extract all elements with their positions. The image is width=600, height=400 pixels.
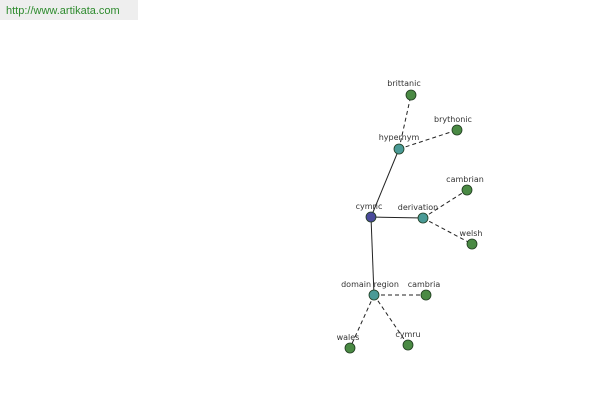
node-dot-hypernym[interactable]	[393, 143, 405, 155]
node-brittanic[interactable]: brittanic	[387, 79, 421, 101]
node-cambrian[interactable]: cambrian	[446, 175, 484, 196]
edge-cymric-hypernym	[370, 148, 400, 218]
node-dot-cambrian[interactable]	[461, 184, 473, 196]
graph-nodes: cymric hypernym derivation domain region bri…	[337, 79, 484, 354]
node-dot-domain-region[interactable]	[368, 289, 380, 301]
node-brythonic[interactable]: brythonic	[434, 115, 472, 136]
node-label-cambria[interactable]: cambria	[408, 280, 441, 289]
edge-cymric-derivation	[370, 216, 424, 219]
node-cambria[interactable]: cambria	[408, 280, 441, 301]
node-dot-cambria[interactable]	[420, 289, 432, 301]
node-label-wales[interactable]: wales	[337, 333, 360, 342]
node-label-cymric[interactable]: cymric	[356, 202, 383, 211]
edge-domain-region-wales	[349, 294, 375, 349]
node-dot-wales[interactable]	[344, 342, 356, 354]
node-dot-cymric[interactable]	[365, 211, 377, 223]
node-label-cambrian[interactable]: cambrian	[446, 175, 484, 184]
edge-hypernym-brittanic	[398, 94, 412, 150]
edge-domain-region-cymru	[373, 294, 409, 346]
edge-derivation-cambrian	[422, 189, 468, 219]
node-label-derivation[interactable]: derivation	[398, 203, 438, 212]
node-dot-welsh[interactable]	[466, 238, 478, 250]
node-dot-derivation[interactable]	[417, 212, 429, 224]
edge-hypernym-brythonic	[398, 129, 458, 150]
graph-edges	[349, 94, 473, 349]
node-wales[interactable]: wales	[337, 333, 360, 354]
node-hypernym[interactable]: hypernym	[379, 133, 420, 155]
node-dot-brittanic[interactable]	[405, 89, 417, 101]
node-welsh[interactable]: welsh	[460, 229, 483, 250]
node-cymru[interactable]: cymru	[395, 330, 421, 351]
node-label-domain-region[interactable]: domain region	[341, 280, 399, 289]
node-label-brythonic[interactable]: brythonic	[434, 115, 472, 124]
edge-cymric-domain-region	[370, 216, 375, 296]
node-dot-cymru[interactable]	[402, 339, 414, 351]
node-label-cymru[interactable]: cymru	[395, 330, 420, 339]
node-dot-brythonic[interactable]	[451, 124, 463, 136]
node-label-hypernym[interactable]: hypernym	[379, 133, 420, 142]
edge-derivation-welsh	[422, 217, 473, 245]
node-cymric[interactable]: cymric	[356, 202, 383, 223]
node-label-brittanic[interactable]: brittanic	[387, 79, 420, 88]
node-derivation[interactable]: derivation	[398, 203, 438, 224]
node-label-welsh[interactable]: welsh	[460, 229, 483, 238]
source-url[interactable]: http://www.artikata.com	[0, 0, 138, 20]
node-domain-region[interactable]: domain region	[341, 280, 399, 301]
